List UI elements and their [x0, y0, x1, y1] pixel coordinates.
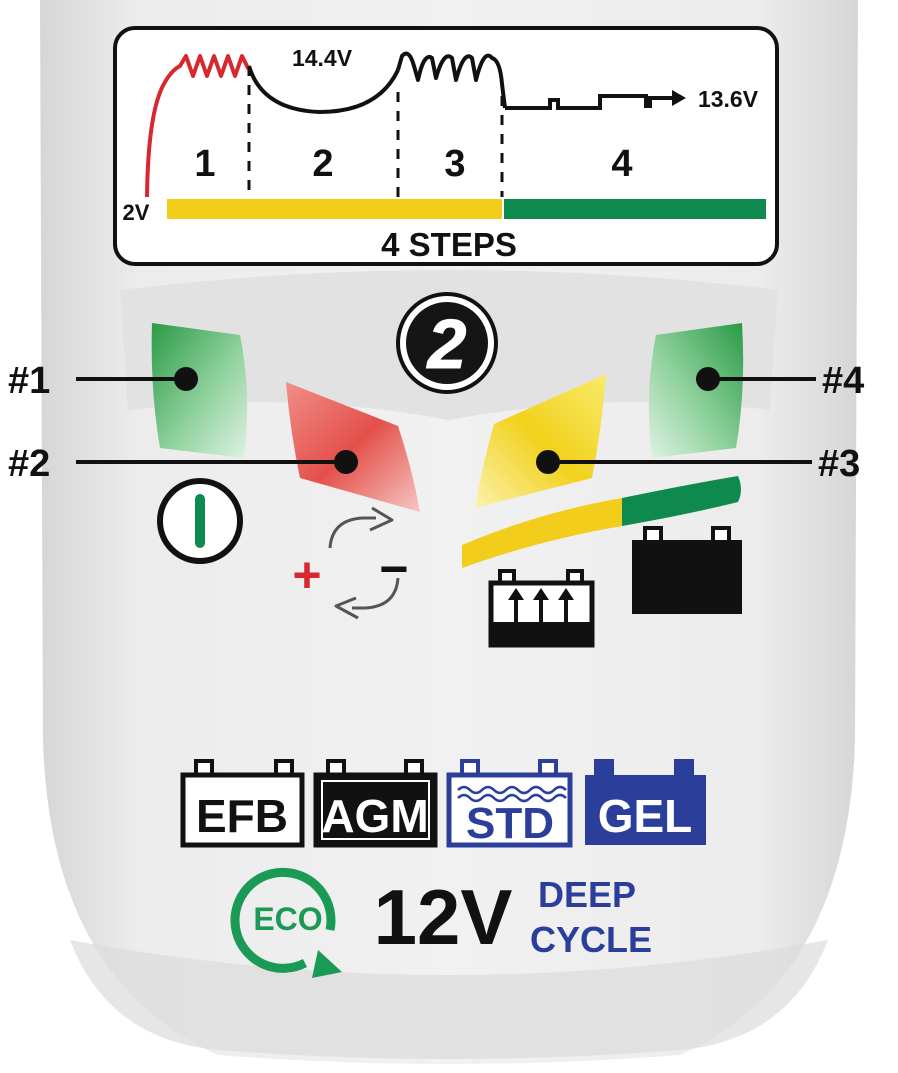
battery-full-icon — [632, 526, 742, 614]
callout-label-4: #4 — [822, 360, 864, 402]
battery-type-gel: GEL — [585, 759, 706, 845]
battery-type-efb: EFB — [180, 759, 305, 848]
deep-cycle-line-1: DEEP — [538, 874, 636, 915]
start-voltage-label: 2V — [123, 200, 150, 225]
battery-type-label: EFB — [196, 790, 288, 842]
plus-sign: + — [292, 547, 321, 603]
battery-type-label: STD — [466, 799, 554, 848]
step-number-4: 4 — [611, 143, 632, 185]
battery-charging-icon — [488, 569, 595, 648]
panel-lower-shade — [70, 940, 828, 1059]
deep-cycle-line-2: CYCLE — [530, 919, 652, 960]
minus-sign: − — [379, 541, 408, 597]
led-indicator-1 — [151, 323, 248, 458]
eco-icon: ECO — [230, 867, 342, 978]
step-number-1: 1 — [194, 143, 215, 185]
maintain-progress-stripe — [622, 476, 741, 526]
voltage-rating: 12V — [374, 873, 513, 961]
float-arrow-head — [672, 90, 686, 106]
battery-type-label: AGM — [321, 790, 428, 842]
charge-progress-stripe — [462, 498, 622, 568]
mode-button-disc — [406, 302, 488, 384]
chart-caption: 4 STEPS — [381, 226, 517, 263]
callout-label-3: #3 — [818, 443, 860, 485]
bulk-charge-curve — [145, 54, 251, 198]
peak-voltage-label: 14.4V — [292, 45, 353, 71]
eco-label: ECO — [253, 901, 322, 937]
mode-number: 2 — [426, 305, 467, 383]
step-number-2: 2 — [312, 143, 333, 185]
battery-type-std: STD — [446, 759, 573, 848]
callout-label-2: #2 — [8, 443, 50, 485]
callout-3 — [536, 450, 812, 474]
callout-1 — [76, 367, 198, 391]
mode-button[interactable]: 2 — [396, 292, 498, 394]
battery-type-agm: AGM — [313, 759, 438, 848]
charging-curve-chart: 14.4V 13.6V 2V 1 2 3 4 4 STEPS — [113, 26, 779, 266]
battery-type-label: GEL — [598, 790, 693, 842]
callout-label-1: #1 — [8, 360, 50, 402]
callout-4 — [696, 367, 816, 391]
led-indicator-4 — [648, 323, 744, 458]
led-indicator-3 — [475, 374, 606, 508]
charge-phase-bar — [167, 199, 502, 219]
maintain-phase-bar — [504, 199, 766, 219]
float-curve — [505, 94, 672, 110]
callout-2 — [76, 450, 358, 474]
power-icon — [157, 478, 243, 564]
led-indicator-2 — [286, 382, 420, 512]
absorption-curve — [247, 65, 400, 115]
step-number-3: 3 — [444, 143, 465, 185]
polarity-swap-icon: + − — [292, 506, 409, 620]
pulse-curve — [396, 51, 507, 109]
float-voltage-label: 13.6V — [698, 86, 759, 112]
